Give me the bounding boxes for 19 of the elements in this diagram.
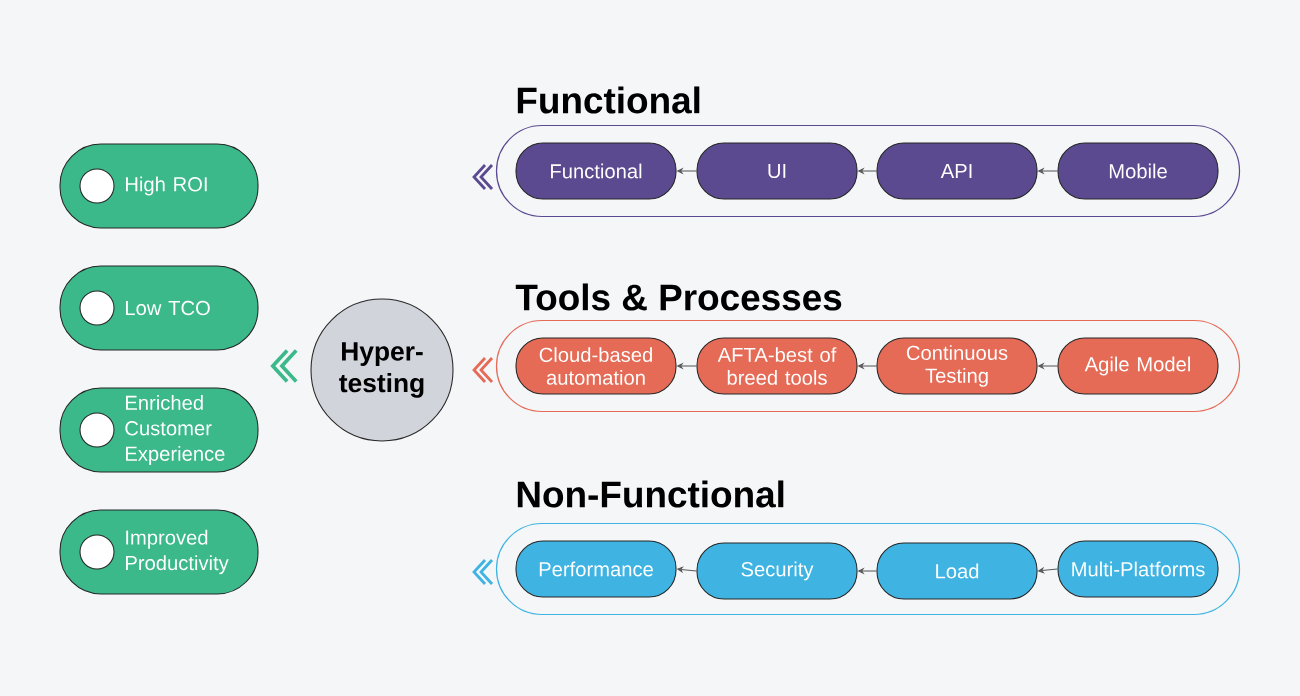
process-pill: Continuous Testing — [876, 337, 1038, 395]
benefit-pill: Low TCO — [59, 265, 259, 351]
group-heading: Tools & Processes — [515, 283, 842, 311]
process-pill: Mobile — [1057, 142, 1219, 200]
process-pill: Cloud-based automation — [515, 337, 677, 395]
process-pill: Security — [696, 542, 858, 600]
benefit-pill: High ROI — [59, 143, 259, 229]
process-pill: UI — [696, 142, 858, 200]
process-pill: Functional — [515, 142, 677, 200]
group-heading: Functional — [517, 86, 700, 114]
process-pill: AFTA-best of breed tools — [696, 337, 858, 395]
benefit-pill: Enriched Customer Experience — [59, 387, 259, 473]
process-pill: Load — [876, 542, 1038, 600]
process-pill: Multi-Platforms — [1057, 540, 1219, 598]
group-heading: Non-Functional — [517, 480, 784, 508]
benefit-pill: Improved Productivity — [59, 509, 259, 595]
process-pill: API — [876, 142, 1038, 200]
process-pill: Performance — [515, 540, 677, 598]
process-pill: Agile Model — [1057, 337, 1219, 395]
